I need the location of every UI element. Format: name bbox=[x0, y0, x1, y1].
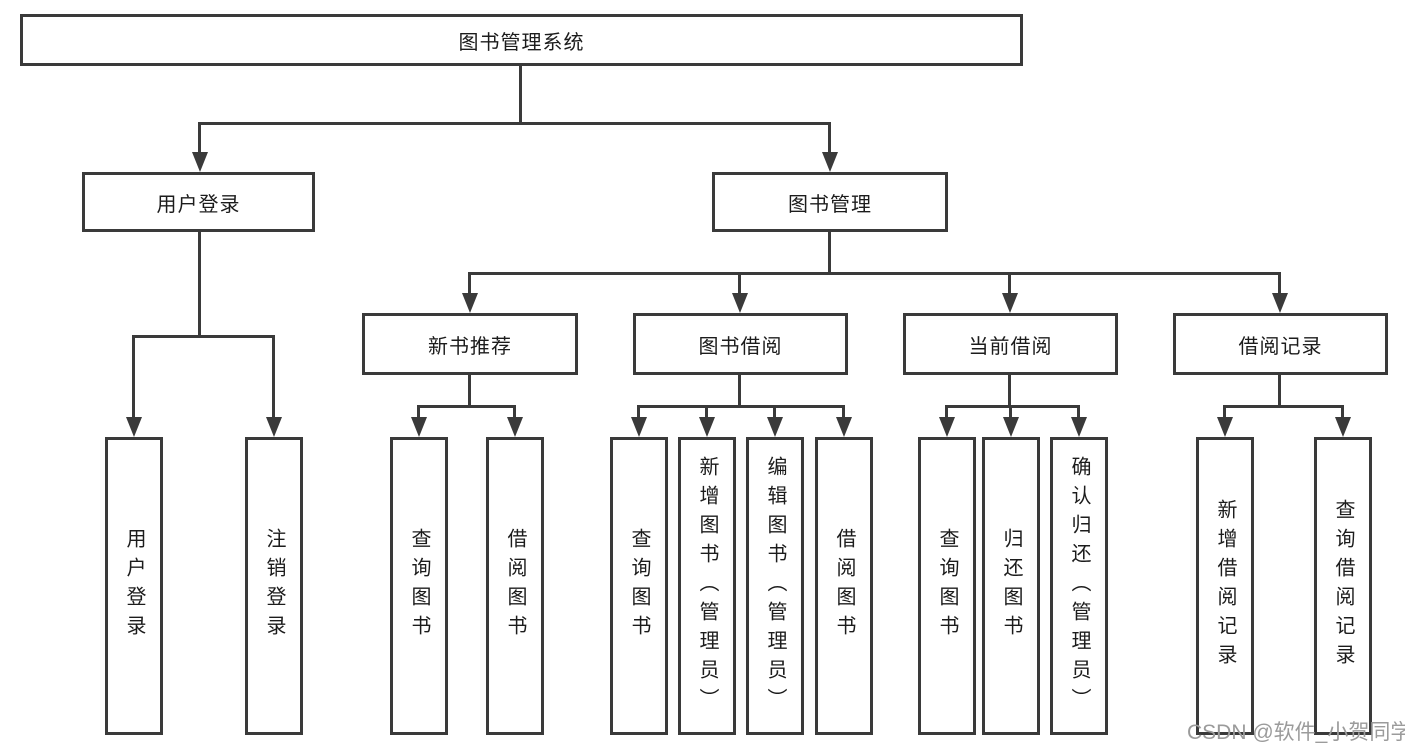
arrowhead-down-icon bbox=[266, 417, 282, 437]
node-label: 借阅记录 bbox=[1238, 335, 1323, 358]
arrowhead-down-icon bbox=[699, 417, 715, 437]
connector-line bbox=[1008, 272, 1011, 296]
node-label: 注销登录 bbox=[263, 528, 285, 644]
connector-line bbox=[828, 122, 831, 156]
node-label: 确认归还（管理员） bbox=[1068, 455, 1090, 717]
node-label: 查询借阅记录 bbox=[1332, 499, 1354, 673]
node-label: 图书借阅 bbox=[698, 335, 783, 358]
node-label: 借阅图书 bbox=[504, 528, 526, 644]
connector-line bbox=[519, 66, 522, 124]
node-label: 当前借阅 bbox=[968, 335, 1053, 358]
node-label: 查询图书 bbox=[408, 528, 430, 644]
leaf-logout: 注销登录 bbox=[245, 437, 303, 735]
arrowhead-down-icon bbox=[192, 152, 208, 172]
connector-line bbox=[1278, 272, 1281, 296]
connector-line bbox=[1223, 405, 1344, 408]
connector-line bbox=[1341, 405, 1344, 421]
leaf-return-books: 归还图书 bbox=[982, 437, 1040, 735]
arrowhead-down-icon bbox=[1002, 293, 1018, 313]
node-borrowing-records: 借阅记录 bbox=[1173, 313, 1388, 375]
node-label: 归还图书 bbox=[1000, 528, 1022, 644]
connector-line bbox=[468, 272, 1281, 275]
connector-line bbox=[272, 335, 275, 421]
arrowhead-down-icon bbox=[939, 417, 955, 437]
connector-line bbox=[198, 122, 831, 125]
node-label: 新书推荐 bbox=[428, 335, 512, 358]
node-new-book-recommendation: 新书推荐 bbox=[362, 313, 578, 375]
node-book-borrowing: 图书借阅 bbox=[633, 313, 848, 375]
node-label: 查询图书 bbox=[628, 528, 650, 644]
connector-line bbox=[828, 232, 831, 274]
arrowhead-down-icon bbox=[631, 417, 647, 437]
connector-line bbox=[1223, 405, 1226, 421]
arrowhead-down-icon bbox=[732, 293, 748, 313]
connector-line bbox=[738, 375, 741, 407]
leaf-query-books-current: 查询图书 bbox=[918, 437, 976, 735]
arrowhead-down-icon bbox=[462, 293, 478, 313]
node-label: 用户登录 bbox=[156, 193, 241, 216]
connector-line bbox=[945, 405, 1080, 408]
arrowhead-down-icon bbox=[1217, 417, 1233, 437]
node-book-management-system: 图书管理系统 bbox=[20, 14, 1023, 66]
node-current-borrowing: 当前借阅 bbox=[903, 313, 1118, 375]
arrowhead-down-icon bbox=[836, 417, 852, 437]
connector-line bbox=[1077, 405, 1080, 421]
arrowhead-down-icon bbox=[411, 417, 427, 437]
arrowhead-down-icon bbox=[1335, 417, 1351, 437]
node-book-management: 图书管理 bbox=[712, 172, 948, 232]
node-label: 新增借阅记录 bbox=[1214, 499, 1236, 673]
connector-line bbox=[842, 405, 845, 421]
node-label: 新增图书（管理员） bbox=[696, 455, 718, 717]
leaf-query-books-recommend: 查询图书 bbox=[390, 437, 448, 735]
connector-line bbox=[513, 405, 516, 421]
connector-line bbox=[637, 405, 845, 408]
connector-line bbox=[132, 335, 135, 421]
node-label: 编辑图书（管理员） bbox=[764, 455, 786, 717]
connector-line bbox=[738, 272, 741, 296]
connector-line bbox=[705, 405, 708, 421]
arrowhead-down-icon bbox=[1071, 417, 1087, 437]
node-label: 图书管理系统 bbox=[458, 31, 585, 54]
csdn-watermark: CSDN @软件_小贺同学 bbox=[1187, 721, 1405, 744]
leaf-query-borrow-record: 查询借阅记录 bbox=[1314, 437, 1372, 735]
connector-line bbox=[132, 335, 275, 338]
connector-line bbox=[637, 405, 640, 421]
leaf-confirm-return-admin: 确认归还（管理员） bbox=[1050, 437, 1108, 735]
leaf-add-borrow-record: 新增借阅记录 bbox=[1196, 437, 1254, 735]
connector-line bbox=[1008, 375, 1011, 407]
leaf-query-books-borrowing: 查询图书 bbox=[610, 437, 668, 735]
arrowhead-down-icon bbox=[822, 152, 838, 172]
connector-line bbox=[198, 122, 201, 156]
connector-line bbox=[417, 405, 516, 408]
node-label: 查询图书 bbox=[936, 528, 958, 644]
arrowhead-down-icon bbox=[1272, 293, 1288, 313]
node-label: 图书管理 bbox=[788, 193, 872, 216]
connector-line bbox=[773, 405, 776, 421]
leaf-edit-books-admin: 编辑图书（管理员） bbox=[746, 437, 804, 735]
connector-line bbox=[468, 375, 471, 407]
leaf-user-login: 用户登录 bbox=[105, 437, 163, 735]
connector-line bbox=[1009, 405, 1012, 421]
arrowhead-down-icon bbox=[507, 417, 523, 437]
leaf-add-books-admin: 新增图书（管理员） bbox=[678, 437, 736, 735]
connector-line bbox=[945, 405, 948, 421]
node-label: 用户登录 bbox=[123, 528, 145, 644]
connector-line bbox=[198, 232, 201, 337]
arrowhead-down-icon bbox=[1003, 417, 1019, 437]
node-label: 借阅图书 bbox=[833, 528, 855, 644]
connector-line bbox=[417, 405, 420, 421]
node-user-login: 用户登录 bbox=[82, 172, 315, 232]
connector-line bbox=[468, 272, 471, 296]
connector-line bbox=[1278, 375, 1281, 407]
arrowhead-down-icon bbox=[767, 417, 783, 437]
arrowhead-down-icon bbox=[126, 417, 142, 437]
leaf-borrow-books-recommend: 借阅图书 bbox=[486, 437, 544, 735]
leaf-borrow-books: 借阅图书 bbox=[815, 437, 873, 735]
